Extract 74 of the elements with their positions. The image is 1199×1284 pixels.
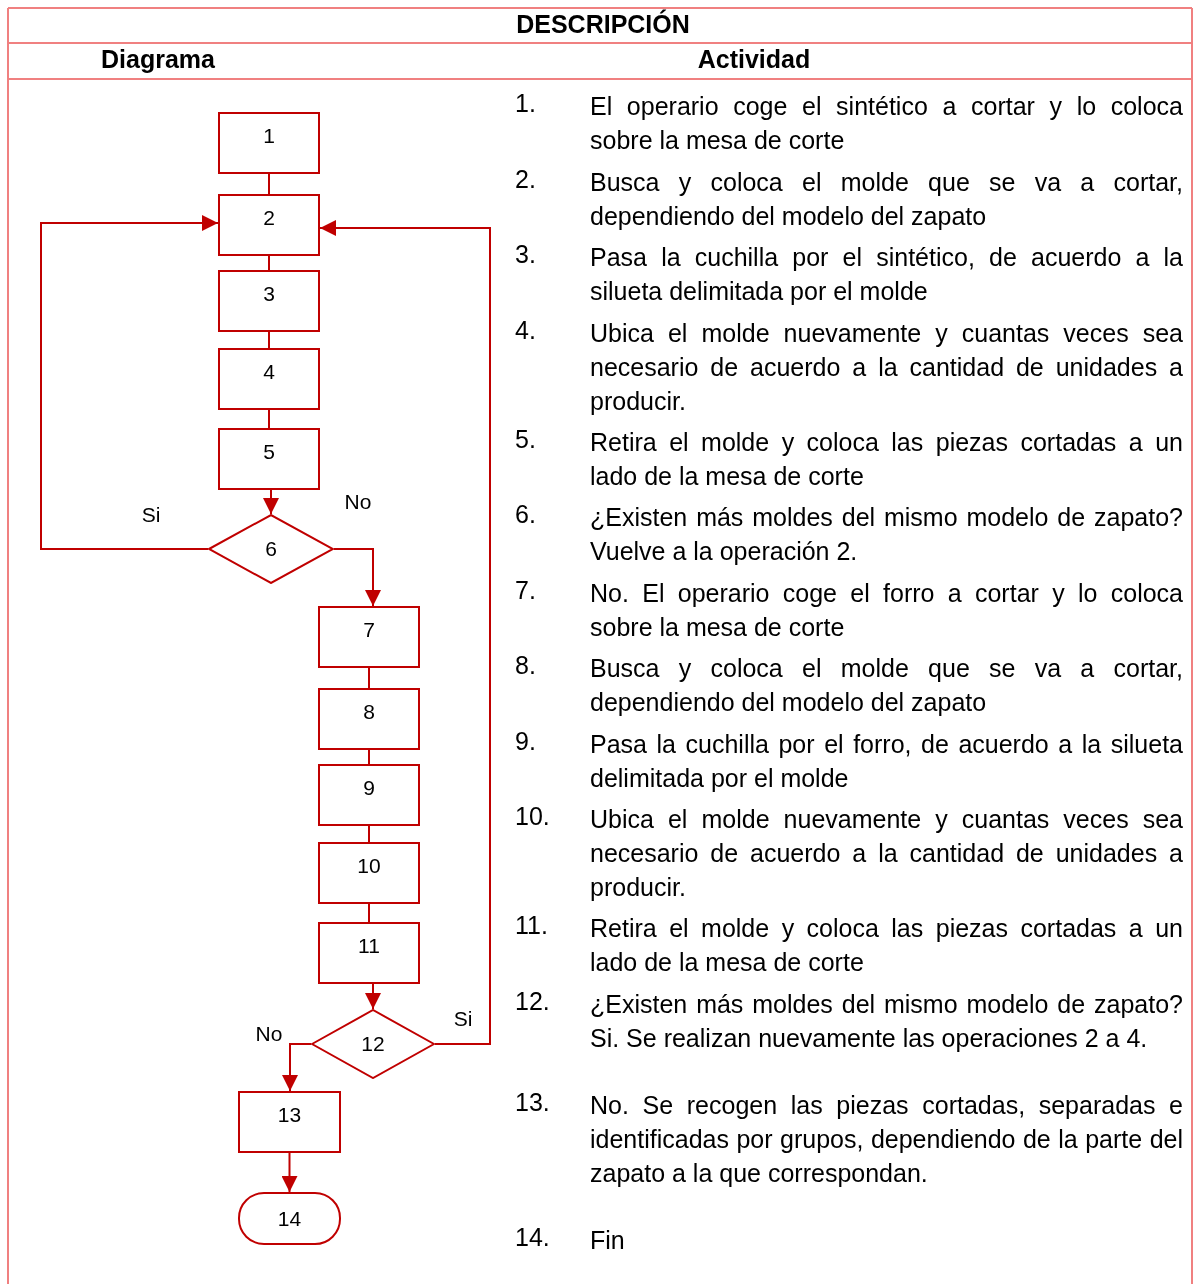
process-box — [218, 194, 320, 256]
connector-line — [268, 255, 270, 271]
step-number: 13. — [515, 1088, 550, 1117]
connector-line — [368, 903, 370, 923]
step-description: No. El operario coge el forro a cortar y lo coloca sobre la mesa de corte — [590, 578, 1183, 643]
table-title: DESCRIPCIÓN — [516, 10, 690, 39]
step-description: No. Se recogen las piezas cortadas, separadas e identificadas por grupos, dependiendo de la parte del zapato a la que correspondan. — [590, 1090, 1183, 1189]
process-box — [318, 606, 420, 668]
process-box — [238, 1091, 341, 1153]
connector-line — [368, 825, 370, 843]
step-description: Pasa la cuchilla por el forro, de acuerdo a la silueta delimitada por el molde — [590, 729, 1183, 794]
step-number: 11. — [515, 911, 548, 940]
connector-line — [368, 667, 370, 689]
terminal-box — [238, 1192, 341, 1245]
step-number: 3 — [263, 282, 275, 306]
step-number: 4 — [263, 360, 275, 384]
step-number: 14 — [277, 1206, 302, 1231]
arrow — [282, 1043, 312, 1092]
step-number: 2. — [515, 165, 536, 194]
step-description: ¿Existen más moldes del mismo modelo de zapato? Si. Se realizan nuevamente las operaciones 2 a 4. — [590, 989, 1183, 1054]
step-description: Fin — [590, 1225, 626, 1256]
arrow — [333, 548, 381, 607]
step-number: 5 — [263, 440, 275, 464]
arrow — [281, 1152, 298, 1193]
step-number: 9. — [515, 727, 536, 756]
step-number: 14. — [515, 1223, 550, 1252]
step-number: 13 — [277, 1103, 302, 1127]
decision-diamond — [311, 1009, 435, 1079]
process-box — [218, 428, 320, 490]
process-box — [218, 348, 320, 410]
arrow — [365, 983, 381, 1010]
step-description: Ubica el molde nuevamente y cuantas veces sea necesario de acuerdo a la cantidad de unidades a producir. — [590, 804, 1183, 903]
step-number: 4. — [515, 316, 536, 345]
step-number: 9 — [363, 776, 375, 800]
arrow — [263, 489, 279, 515]
connector-line — [268, 331, 270, 349]
step-number: 6. — [515, 500, 536, 529]
process-box — [218, 112, 320, 174]
process-box — [318, 688, 420, 750]
process-box — [218, 270, 320, 332]
step-number: 10. — [515, 802, 550, 831]
step-number: 3. — [515, 240, 536, 269]
step-number: 12 — [361, 1032, 385, 1056]
step-description: Retira el molde y coloca las piezas cortadas a un lado de la mesa de corte — [590, 913, 1183, 978]
step-description: Retira el molde y coloca las piezas cortadas a un lado de la mesa de corte — [590, 427, 1183, 492]
column-header: Diagrama — [101, 45, 215, 74]
step-description: Busca y coloca el molde que se va a cortar, dependiendo del modelo del zapato — [590, 167, 1183, 232]
connector-line — [268, 173, 270, 195]
step-number: 10 — [357, 854, 381, 878]
step-number: 8. — [515, 651, 536, 680]
step-description: El operario coge el sintético a cortar y lo coloca sobre la mesa de corte — [590, 91, 1183, 156]
step-number: 7. — [515, 576, 536, 605]
step-number: 1. — [515, 89, 536, 118]
process-box — [318, 764, 420, 826]
step-number: 6 — [265, 537, 277, 561]
column-header: Actividad — [697, 45, 811, 74]
step-number: 12. — [515, 987, 550, 1016]
step-number: 1 — [263, 124, 275, 148]
arrow — [319, 220, 491, 1045]
connector-line — [268, 409, 270, 429]
step-description: Ubica el molde nuevamente y cuantas veces sea necesario de acuerdo a la cantidad de unidades a producir. — [590, 318, 1183, 417]
step-description: Busca y coloca el molde que se va a cortar, dependiendo del modelo del zapato — [590, 653, 1183, 718]
step-description: Pasa la cuchilla por el sintético, de acuerdo a la silueta delimitada por el molde — [590, 242, 1183, 307]
process-box — [318, 922, 420, 984]
step-number: 8 — [363, 700, 375, 724]
process-box — [318, 842, 420, 904]
step-number: 11 — [358, 934, 380, 958]
decision-diamond — [208, 514, 334, 584]
connector-line — [368, 749, 370, 765]
step-number: 5. — [515, 425, 536, 454]
step-number: 2 — [263, 206, 275, 230]
arrow — [40, 215, 219, 550]
step-number: 7 — [363, 618, 375, 642]
step-description: ¿Existen más moldes del mismo modelo de zapato? Vuelve a la operación 2. — [590, 502, 1183, 567]
